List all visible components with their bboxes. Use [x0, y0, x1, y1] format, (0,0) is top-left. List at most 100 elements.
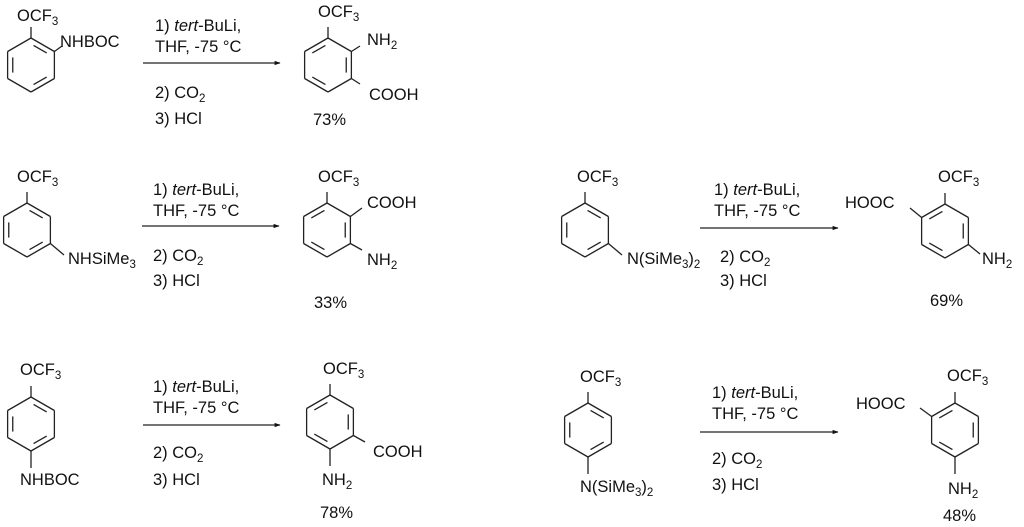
r3-product-double-bond	[928, 242, 943, 252]
r4-substrate-double-bond	[33, 403, 48, 413]
r5-product-ring-bond	[954, 442, 979, 458]
r5-product-benzene-ring	[919, 392, 980, 474]
r1-product-ring-bond	[327, 37, 352, 53]
r2-substrate-ring-bond	[3, 242, 28, 258]
r1-cond-step2: 2) CO2	[155, 84, 206, 105]
r2-product-substituent-bond	[350, 242, 363, 251]
r3-product-ring-bond	[944, 243, 969, 259]
r1-cond-step3: 3) HCl	[155, 110, 202, 128]
r1-product-substituent-bond	[351, 45, 361, 53]
r5-product-hooc: HOOC	[856, 395, 906, 413]
r1-substrate-double-bond	[33, 44, 48, 54]
r1-product-cooh: COOH	[369, 86, 419, 104]
r5-product-nh2: NH2	[948, 480, 979, 501]
r1-product-ring-bond	[327, 77, 352, 93]
r2-substrate-nhsime3: NHSiMe3	[68, 250, 136, 271]
r3-cond-step3: 3) HCl	[720, 272, 767, 290]
r3-substrate-ring-bond	[584, 242, 609, 258]
r3-product-ring-bond	[944, 203, 969, 219]
r4-substrate-ocf3: OCF3	[20, 361, 62, 382]
r1-substrate-ring-bond	[7, 37, 32, 53]
r5-substrate-double-bond	[590, 441, 605, 451]
r5-substrate-benzene-ring	[563, 392, 613, 474]
r4-substrate-nhboc: NHBOC	[20, 471, 80, 489]
r1-product-double-bond	[311, 44, 326, 54]
r1-substrate-ocf3: OCF3	[17, 7, 59, 28]
r4-product-double-bond	[313, 433, 328, 443]
r2-substrate-double-bond	[29, 241, 44, 251]
r3-cond-solvent: THF, -75 °C	[714, 202, 801, 220]
r5-product-ocf3: OCF3	[947, 367, 989, 388]
r2-product-ring-bond	[326, 242, 351, 258]
r2-substrate-benzene-ring	[2, 192, 65, 258]
r2-product-ring-bond	[303, 202, 328, 218]
r1-substrate-ring-bond	[7, 77, 32, 93]
r1-product-ring-bond	[304, 37, 329, 53]
r4-cond-step2: 2) CO2	[153, 444, 204, 465]
r2-substrate-ring-bond	[26, 202, 51, 218]
r2-product-benzene-ring	[302, 192, 363, 258]
r5-product-ring-bond	[931, 442, 956, 458]
r5-cond-step1: 1) tert-BuLi,	[712, 384, 799, 402]
r5-substrate-ring-bond	[564, 402, 589, 418]
r1-product-ocf3: OCF3	[318, 3, 360, 24]
r5-product-double-bond	[938, 409, 953, 419]
r3-product-benzene-ring	[909, 193, 981, 259]
r2-substrate-double-bond	[29, 209, 44, 219]
r4-yield: 78%	[320, 504, 354, 522]
r3-substrate-double-bond	[587, 241, 602, 251]
r4-product-double-bond	[313, 401, 328, 411]
r2-substrate-ring-bond	[26, 242, 51, 258]
r4-substrate-benzene-ring	[6, 386, 56, 468]
r3-product-nh2: NH2	[982, 250, 1013, 271]
r4-product-cooh: COOH	[373, 443, 423, 461]
r2-product-substituent-bond	[349, 207, 363, 218]
r1-substrate-double-bond	[33, 76, 48, 86]
r5-substrate-ring-bond	[587, 442, 612, 458]
r2-product-ring-bond	[326, 202, 351, 218]
r1-cond-step1: 1) tert-BuLi,	[155, 17, 242, 35]
r2-cond-step2: 2) CO2	[153, 247, 204, 268]
r5-substrate-ring-bond	[564, 442, 589, 458]
r5-substrate-ocf3: OCF3	[580, 368, 622, 389]
r4-substrate-ring-bond	[7, 396, 32, 412]
r5-product-ring-bond	[931, 402, 956, 418]
r3-cond-step2: 2) CO2	[720, 248, 771, 269]
r5-product-substituent-bond	[919, 407, 933, 418]
r3-product-ring-bond	[921, 203, 946, 219]
r1-substrate-benzene-ring	[6, 27, 63, 93]
r4-substrate-double-bond	[33, 435, 48, 445]
r4-product-benzene-ring	[305, 384, 366, 466]
r3-product-substituent-bond	[909, 207, 923, 219]
r2-product-double-bond	[310, 241, 325, 251]
r5-cond-solvent: THF, -75 °C	[712, 405, 799, 423]
r2-product-double-bond	[310, 209, 325, 219]
r2-cond-step3: 3) HCl	[153, 272, 200, 290]
r3-yield: 69%	[930, 292, 964, 310]
r4-product-substituent-bond	[353, 434, 366, 443]
r5-substrate-ring-bond	[587, 402, 612, 418]
r2-yield: 33%	[314, 294, 348, 312]
r3-substrate-benzene-ring	[560, 192, 623, 258]
r1-product-nh2: NH2	[367, 31, 398, 52]
r1-product-ring-bond	[304, 77, 329, 93]
r3-cond-step1: 1) tert-BuLi,	[714, 181, 801, 199]
r4-substrate-ring-bond	[30, 396, 55, 412]
r3-product-substituent-bond	[967, 243, 981, 255]
r3-substrate-substituent-bond	[607, 243, 623, 256]
r5-cond-step2: 2) CO2	[712, 450, 763, 471]
r1-substrate-ring-bond	[30, 37, 55, 53]
r4-substrate-ring-bond	[7, 436, 32, 452]
r4-product-ring-bond	[329, 394, 354, 410]
r4-cond-step1: 1) tert-BuLi,	[153, 378, 240, 396]
r4-product-ocf3: OCF3	[323, 360, 365, 381]
r5-cond-step3: 3) HCl	[712, 476, 759, 494]
r3-product-hooc: HOOC	[845, 194, 895, 212]
r5-product-double-bond	[938, 441, 953, 451]
r1-substrate-ring-bond	[30, 77, 55, 93]
r1-product-benzene-ring	[303, 27, 361, 93]
r3-product-ring-bond	[921, 243, 946, 259]
r2-product-cooh: COOH	[367, 194, 417, 212]
r2-cond-step1: 1) tert-BuLi,	[153, 181, 240, 199]
